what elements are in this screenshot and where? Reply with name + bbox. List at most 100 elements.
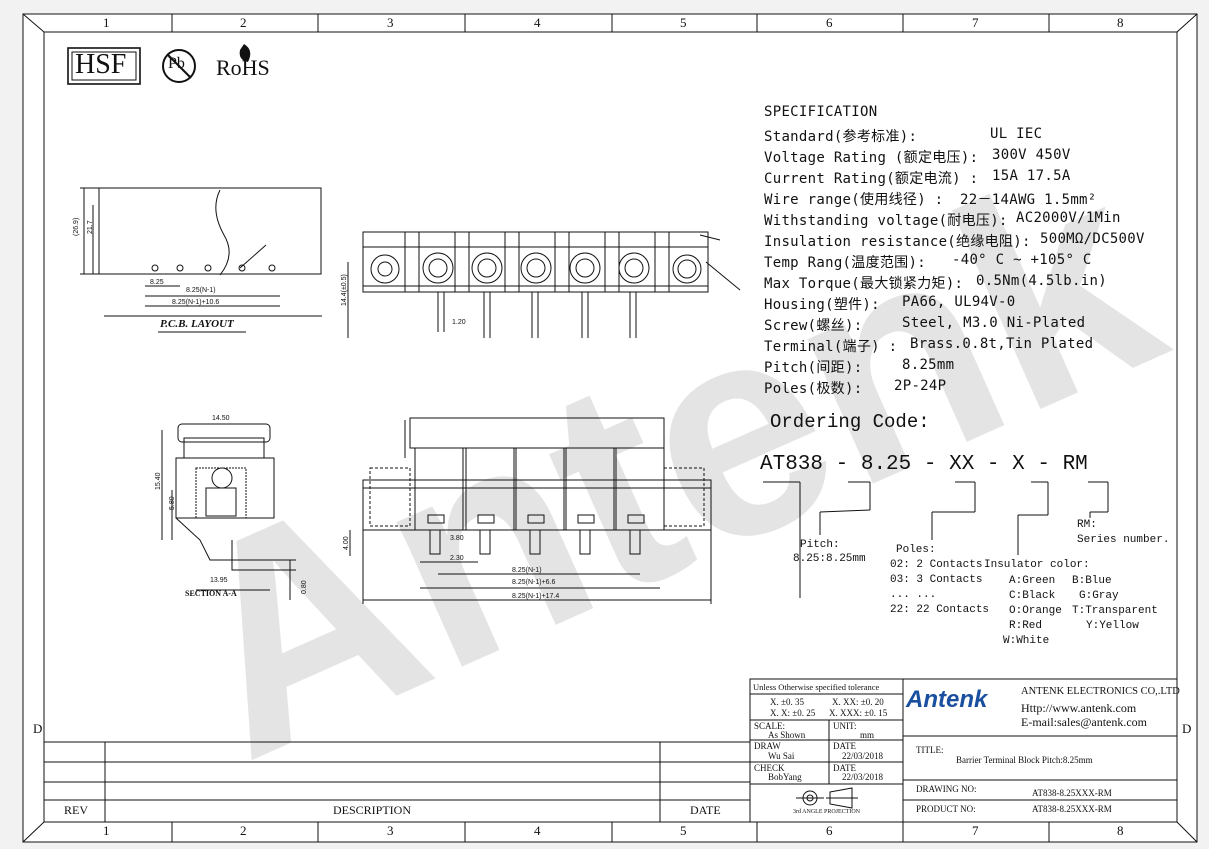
- poles-label: Poles:: [896, 544, 936, 556]
- pitch-label: Pitch:: [800, 539, 840, 551]
- spec-line-current: Current Rating(额定电流) :15A 17.5A: [764, 168, 1071, 187]
- draw-date-value: 22/03/2018: [842, 751, 884, 761]
- svg-text:4.00: 4.00: [343, 536, 350, 550]
- grid-col-6-top: 6: [826, 15, 833, 30]
- top-view-drawing: [347, 231, 741, 338]
- tolerance-xx-1: X. X: ±0. 25: [770, 708, 816, 718]
- svg-text:8.25(N-1)+17.4: 8.25(N-1)+17.4: [512, 593, 559, 600]
- code-poles: XX: [949, 453, 975, 476]
- spec-line-terminal: Terminal(端子) :Brass.0.8t,Tin Plated: [764, 336, 1094, 355]
- company-name: ANTENK ELECTRONICS CO,.LTD: [1021, 686, 1180, 697]
- draw-value: Wu Sai: [768, 751, 795, 761]
- grid-col-7-top: 7: [972, 15, 979, 30]
- grid-col-4-top: 4: [534, 15, 541, 30]
- svg-text:14.50: 14.50: [212, 415, 230, 422]
- title-block-lines: [44, 678, 1178, 823]
- svg-text:8.25(N-1): 8.25(N-1): [186, 287, 216, 294]
- spec-line-withstanding: Withstanding voltage(耐电压):AC2000V/1Min: [764, 210, 1121, 229]
- title-value: Barrier Terminal Block Pitch:8.25mm: [956, 755, 1093, 765]
- svg-text:0.80: 0.80: [301, 580, 308, 594]
- svg-text:15.40: 15.40: [155, 472, 162, 490]
- grid-col-6-bottom: 6: [826, 823, 833, 838]
- check-date-label: DATE: [833, 763, 856, 773]
- grid-col-3-bottom: 3: [387, 823, 394, 838]
- check-date-value: 22/03/2018: [842, 772, 884, 782]
- pb-logo: Pb: [168, 55, 185, 72]
- spec-line-standard: Standard(参考标准):UL IEC: [764, 126, 1043, 145]
- product-no-value: AT838-8.25XXX-RM: [1032, 804, 1112, 814]
- spec-line-torque: Max Torque(最大锁紧力矩):0.5Nm(4.5lb.in): [764, 273, 1107, 292]
- grid-col-5-top: 5: [680, 15, 687, 30]
- tolerance-xxx-3: X. XXX: ±0. 15: [829, 708, 888, 718]
- svg-text:1.20: 1.20: [452, 319, 466, 326]
- grid-col-7-bottom: 7: [972, 823, 979, 838]
- spec-line-pitch: Pitch(间距):8.25mm: [764, 357, 955, 376]
- company-email: E-mail:sales@antenk.com: [1021, 715, 1148, 729]
- check-label: CHECK: [754, 763, 785, 773]
- pcb-layout-label: P.C.B. LAYOUT: [160, 318, 234, 330]
- hsf-box: [67, 47, 141, 85]
- spec-line-temp: Temp Rang(温度范围):-40° C ~ +105° C: [764, 252, 1092, 271]
- grid-col-8-bottom: 8: [1117, 823, 1124, 838]
- spec-line-housing: Housing(塑件):PA66, UL94V-0: [764, 294, 1016, 313]
- svg-text:(26.9): (26.9): [73, 218, 80, 236]
- title-label: TITLE:: [916, 745, 944, 755]
- grid-col-4-bottom: 4: [534, 823, 541, 838]
- grid-col-2-bottom: 2: [240, 823, 247, 838]
- hsf-logo: HSF: [75, 49, 127, 80]
- unit-label: UNIT:: [833, 721, 857, 731]
- grid-col-5-bottom: 5: [680, 823, 687, 838]
- ordering-title: Ordering Code:: [770, 411, 930, 433]
- svg-text:3.80: 3.80: [450, 535, 464, 542]
- pb-circle: [162, 49, 196, 83]
- svg-text:8.25(N-1): 8.25(N-1): [512, 567, 542, 574]
- code-dash-4: -: [1037, 453, 1050, 476]
- svg-text:5.80: 5.80: [169, 496, 176, 510]
- product-no-label: PRODUCT NO:: [916, 804, 976, 814]
- grid-col-2-top: 2: [240, 15, 247, 30]
- code-pitch: 8.25: [860, 453, 912, 476]
- code-dash-2: -: [923, 453, 937, 476]
- company-website: Http://www.antenk.com: [1021, 701, 1137, 715]
- svg-text:8.25: 8.25: [150, 279, 164, 286]
- poles-item-02: 02: 2 Contacts: [890, 559, 983, 571]
- color-g: G:Gray: [1079, 590, 1119, 602]
- color-r: R:Red: [1009, 620, 1043, 632]
- spec-line-screw: Screw(螺丝):Steel, M3.0 Ni-Plated: [764, 315, 1086, 334]
- svg-text:21.7: 21.7: [87, 220, 94, 234]
- unit-value: mm: [860, 730, 875, 740]
- spec-line-insulation: Insulation resistance(绝缘电阻):500MΩ/DC500V: [764, 231, 1145, 250]
- leaf-icon: [239, 44, 251, 62]
- company-logo: Antenk: [906, 686, 988, 713]
- description-column-label: DESCRIPTION: [333, 803, 412, 817]
- svg-text:8.25(N-1)+6.6: 8.25(N-1)+6.6: [512, 579, 555, 586]
- grid-row-left: D: [33, 721, 43, 736]
- grid-col-8-top: 8: [1117, 15, 1124, 30]
- grid-col-1-bottom: 1: [103, 823, 110, 838]
- spec-title: SPECIFICATION: [764, 104, 878, 120]
- ordering-leaders: [763, 481, 1109, 598]
- grid-row-right: D: [1182, 721, 1192, 736]
- column-dividers: [171, 14, 1050, 842]
- code-rm: RM: [1062, 453, 1088, 476]
- code-series: AT838: [760, 453, 824, 476]
- outer-frame: [22, 13, 1198, 843]
- tolerance-xxx-2: X. XX: ±0. 20: [832, 697, 884, 707]
- ordering-code: AT838 - 8.25 - XX - X - RM: [760, 453, 1088, 476]
- svg-text:8.25(N-1)+10.6: 8.25(N-1)+10.6: [172, 299, 219, 306]
- color-b: B:Blue: [1072, 575, 1112, 587]
- poles-item-03: 03: 3 Contacts: [890, 574, 983, 586]
- color-t: T:Transparent: [1072, 605, 1158, 617]
- code-color: X: [1012, 453, 1025, 476]
- insulator-label: Insulator color:: [984, 559, 1090, 571]
- pcb-layout-drawing: [80, 187, 322, 317]
- rev-column-label: REV: [64, 803, 88, 817]
- projection-label: 3rd ANGLE PROJECTION: [793, 809, 860, 815]
- spec-line-poles: Poles(极数):2P-24P: [764, 378, 947, 397]
- svg-text:2.30: 2.30: [450, 555, 464, 562]
- scale-label: SCALE:: [754, 721, 786, 731]
- section-view-drawing: [161, 423, 296, 600]
- color-c: C:Black: [1009, 590, 1056, 602]
